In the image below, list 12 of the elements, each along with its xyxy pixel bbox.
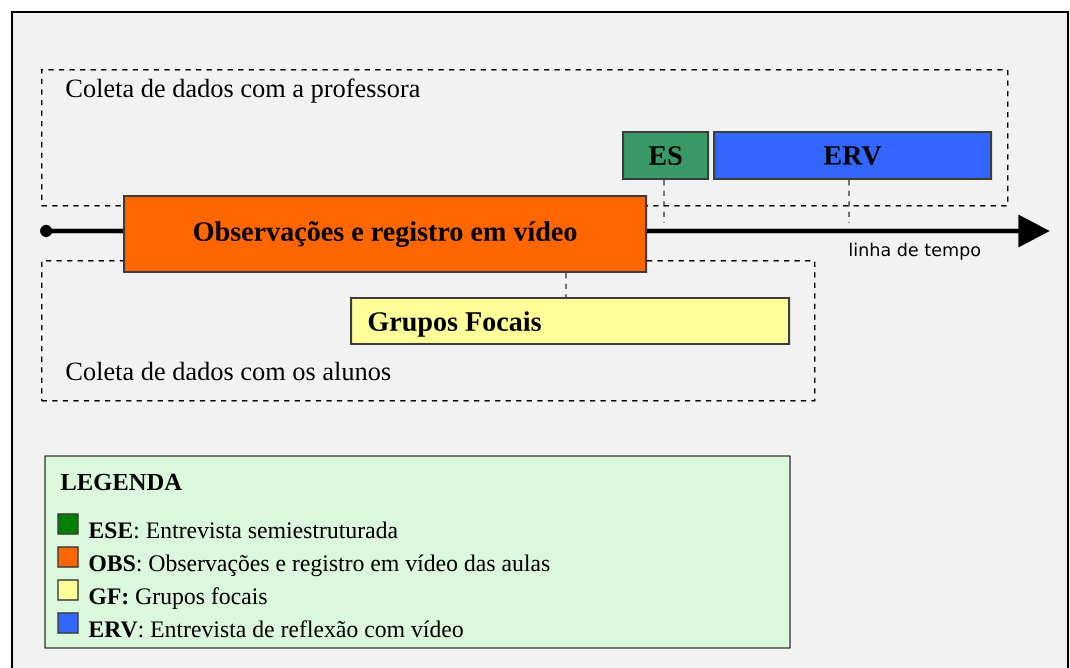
- dashed-connector: [663, 179, 665, 224]
- timeline-bar: ERV: [713, 131, 993, 181]
- timeline-bar: ES: [622, 131, 710, 181]
- timeline-label: linha de tempo: [850, 242, 981, 260]
- legend-text: OBS: Observações e registro em vídeo das aulas: [89, 554, 550, 577]
- legend-text: ESE: Entrevista semiestruturada: [88, 521, 398, 539]
- dashed-connector: [848, 179, 850, 224]
- timeline-bar: Grupos Focais: [350, 297, 791, 346]
- legend-text: GF: Grupos focais: [89, 587, 267, 610]
- legend-text: ERV: Entrevista de reflexão com vídeo: [88, 620, 463, 638]
- timeline-bar: Observações e registro em vídeo: [123, 195, 648, 274]
- legend-title: LEGENDA: [60, 473, 182, 491]
